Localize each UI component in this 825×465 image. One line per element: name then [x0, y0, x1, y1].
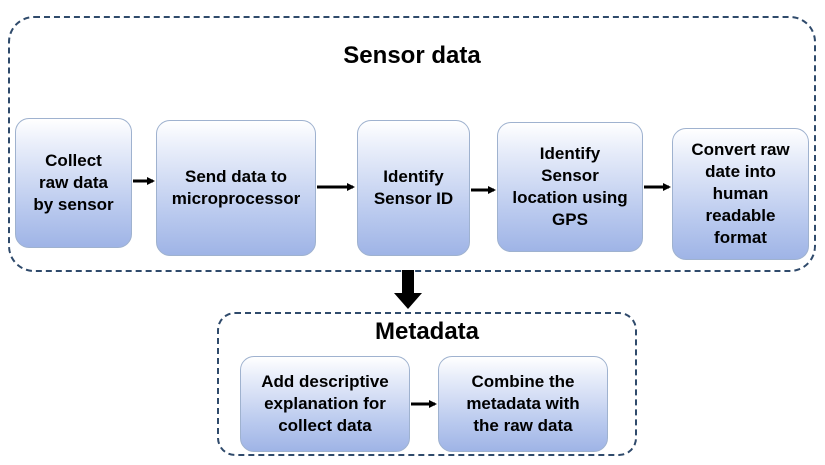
metadata-title: Metadata: [374, 318, 480, 345]
metadata-group: Metadata: [217, 312, 637, 456]
step-send-to-microprocessor: Send data to microprocessor: [156, 120, 316, 256]
step-combine-metadata: Combine the metadata with the raw data: [438, 356, 608, 452]
step-add-descriptive-explanation: Add descriptive explanation for collect …: [240, 356, 410, 452]
step-identify-sensor-location: Identify Sensor location using GPS: [497, 122, 643, 252]
step-identify-sensor-id: Identify Sensor ID: [357, 120, 470, 256]
step-convert-raw-date: Convert raw date into human readable for…: [672, 128, 809, 260]
step-collect-raw-data: Collect raw data by sensor: [15, 118, 132, 248]
sensor-data-title: Sensor data: [343, 42, 481, 69]
arrow-sensor-to-metadata: [394, 270, 422, 309]
